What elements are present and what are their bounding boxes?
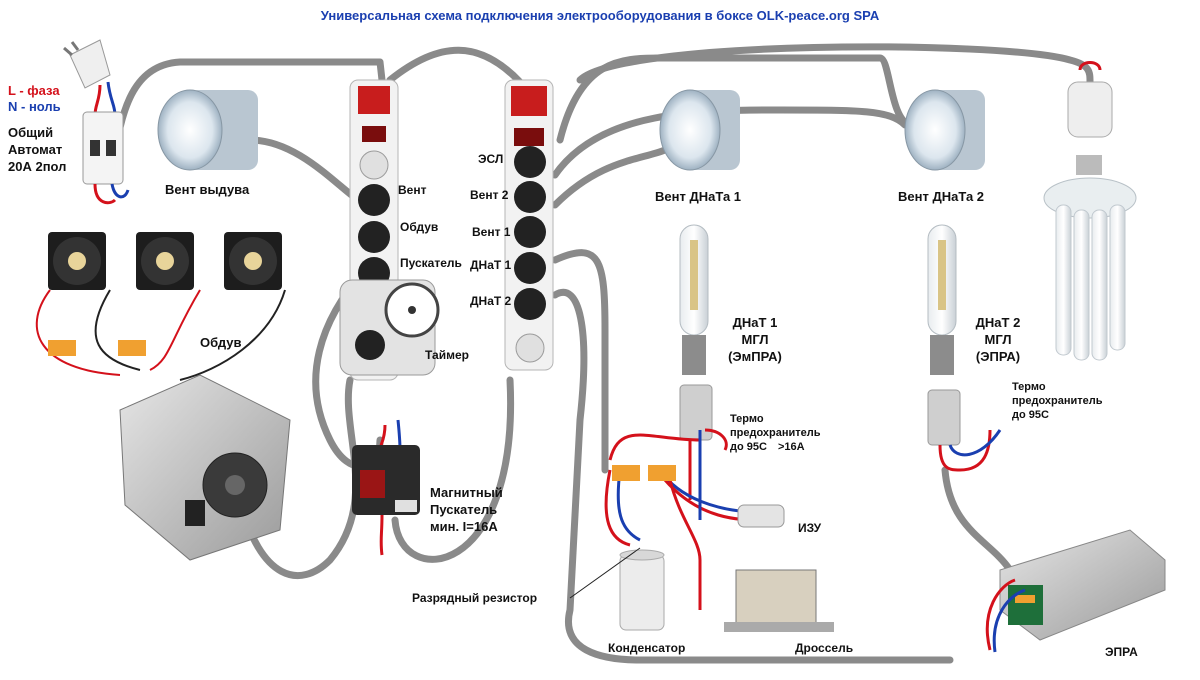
right-socket-3: Вент 1 <box>472 225 511 239</box>
fan-hps2-image <box>904 89 985 171</box>
thermo2-label-2: предохранитель <box>1012 395 1103 407</box>
capacitor-image <box>619 549 665 631</box>
hps-lamp-1 <box>608 224 728 500</box>
power-strip-right <box>504 79 554 371</box>
neutral-legend: N - ноль <box>8 99 61 114</box>
breaker-label-2: Автомат <box>8 142 63 157</box>
fan-hps1-label: Вент ДНаТа 1 <box>655 189 742 204</box>
cable-exhaust-fan <box>246 136 369 209</box>
cable-epra <box>941 466 1014 574</box>
left-socket-3: Пускатель <box>400 256 462 270</box>
right-socket-5: ДНаТ 2 <box>470 294 512 308</box>
hps-lamp-2 <box>927 224 1002 472</box>
timer-label: Таймер <box>425 348 469 362</box>
cable-vent1 <box>551 146 669 209</box>
wago-connectors <box>612 465 676 481</box>
breaker-label-1: Общий <box>8 125 54 140</box>
contactor-label-3: мин. I=16А <box>430 519 498 534</box>
left-socket-2: Обдув <box>400 220 439 234</box>
exhaust-fan-image <box>157 89 258 171</box>
choke-image <box>724 569 834 632</box>
contactor-label-2: Пускатель <box>430 502 498 517</box>
plug-and-breaker <box>63 39 130 205</box>
cable-top-right <box>576 43 1094 86</box>
resistor-label: Разрядный резистор <box>412 591 538 605</box>
lamp1-label-2: МГЛ <box>741 332 769 347</box>
ignitor-image <box>737 504 785 528</box>
resistor-pointer <box>569 547 641 599</box>
epra-image <box>985 529 1166 653</box>
lamp2-label-1: ДНаТ 2 <box>975 315 1021 330</box>
page-title: Универсальная схема подключения электроо… <box>320 8 880 23</box>
breaker-label-3: 20А 2пол <box>8 159 67 174</box>
lamp1-label-3: (ЭмПРА) <box>728 349 782 364</box>
lamp1-label-1: ДНаТ 1 <box>732 315 778 330</box>
thermo1-label-2: предохранитель <box>730 427 821 439</box>
contactor-label-1: Магнитный <box>430 485 503 500</box>
lamp2-label-2: МГЛ <box>984 332 1012 347</box>
lamp2-label-3: (ЭПРА) <box>975 349 1021 364</box>
cable-vent2 <box>551 106 909 179</box>
cfl-lamp <box>1043 61 1137 361</box>
blow-fans <box>35 232 286 381</box>
cable-contactor-out <box>391 376 515 563</box>
phase-legend: L - фаза <box>8 83 60 98</box>
ignitor-label: ИЗУ <box>798 521 822 535</box>
right-socket-2: Вент 2 <box>470 188 509 202</box>
exhaust-fan-label: Вент выдува <box>165 182 250 197</box>
fan-hps2-label: Вент ДНаТа 2 <box>898 189 985 204</box>
power-cables <box>108 43 1094 664</box>
blow-fans-label: Обдув <box>200 335 242 350</box>
cable-dnat2 <box>551 288 954 664</box>
cable-strip-link <box>386 46 524 86</box>
thermo2-label-3: до 95С <box>1012 409 1049 421</box>
contactor-image <box>352 419 420 556</box>
right-socket-1: ЭСЛ <box>478 152 504 166</box>
timer-device <box>339 279 440 376</box>
left-socket-1: Вент <box>398 183 427 197</box>
thermo1-rating: >16А <box>778 441 805 453</box>
thermo1-label-1: Термо <box>730 413 764 425</box>
cable-dnat1 <box>551 249 609 474</box>
psu-image <box>119 374 291 561</box>
thermo1-label-3: до 95С <box>730 441 767 453</box>
thermo2-label-1: Термо <box>1012 381 1046 393</box>
fan-hps1-image <box>659 89 740 171</box>
choke-label: Дроссель <box>795 641 854 655</box>
capacitor-label: Конденсатор <box>608 641 686 655</box>
epra-label: ЭПРА <box>1105 645 1138 659</box>
cable-psu <box>236 376 360 579</box>
right-socket-4: ДНаТ 1 <box>470 258 512 272</box>
